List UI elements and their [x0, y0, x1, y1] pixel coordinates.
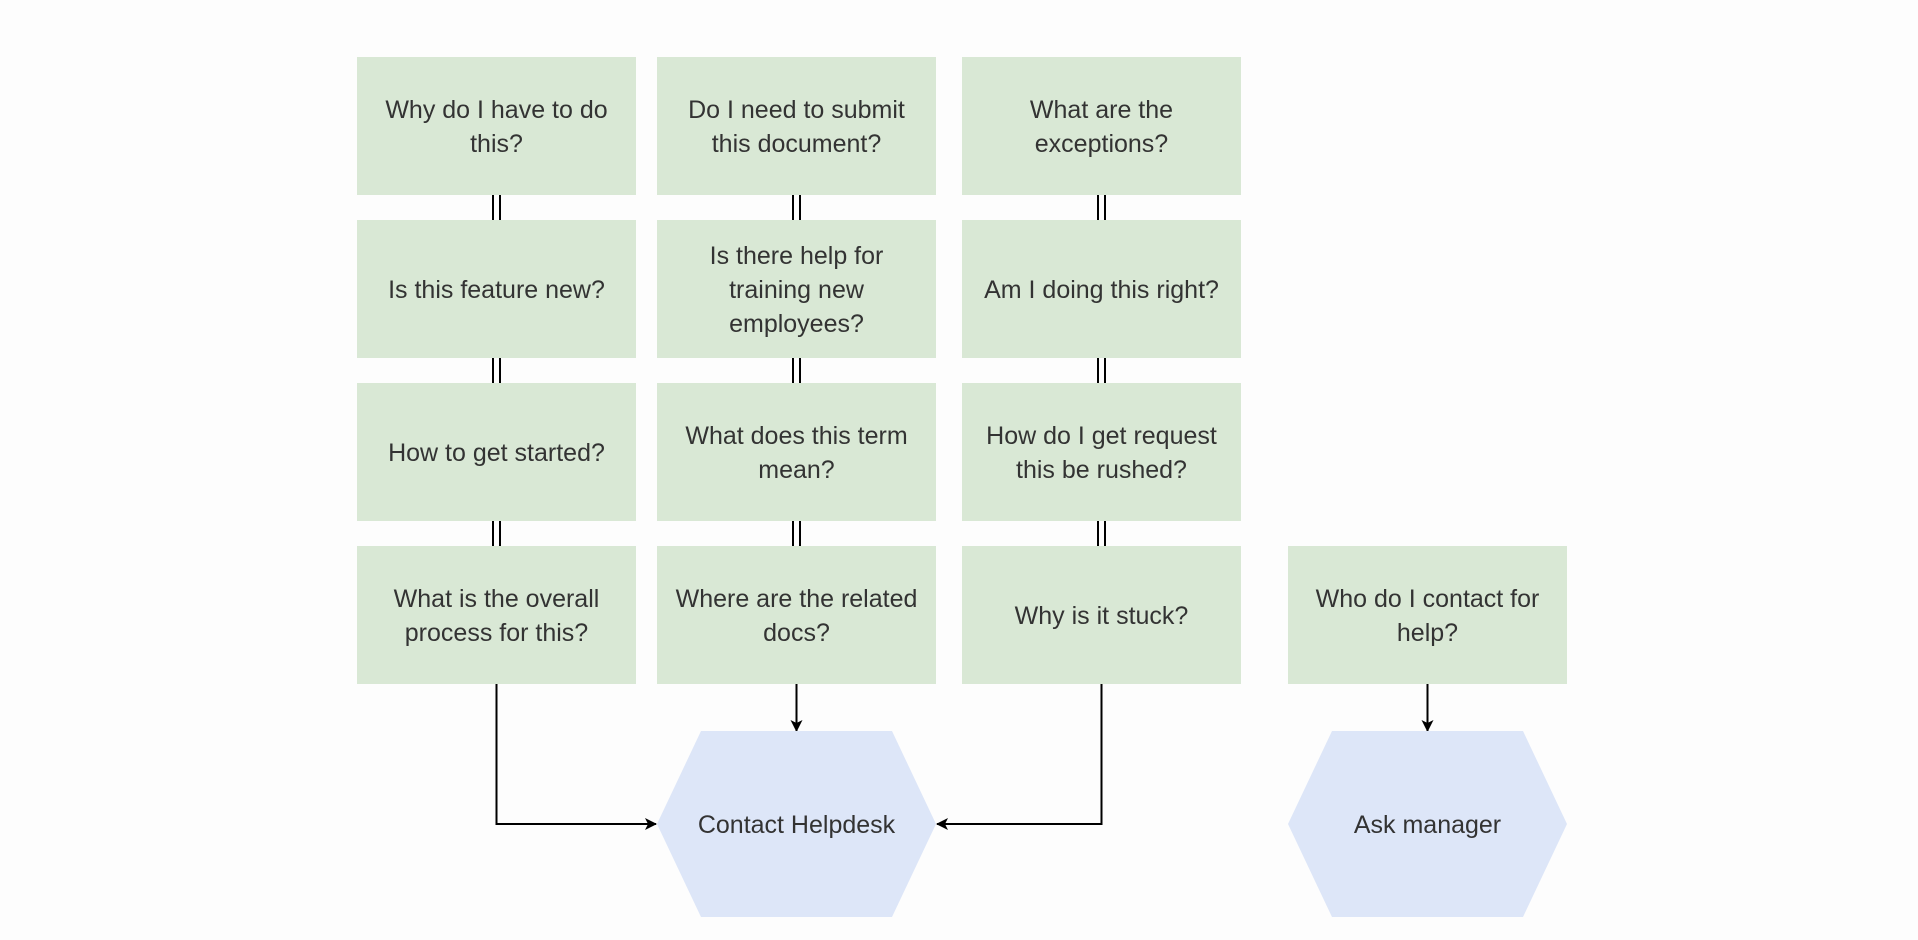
question-box-c3-r4: Why is it stuck? — [962, 546, 1241, 684]
contact-helpdesk-node: Contact Helpdesk — [657, 731, 936, 917]
question-box-c1-r2: Is this feature new? — [357, 220, 636, 358]
box-label: Am I doing this right? — [984, 276, 1219, 304]
box-shape — [962, 546, 1241, 684]
box-label: How to get started? — [388, 439, 605, 467]
box-shape — [962, 383, 1241, 521]
hexagon-label: Ask manager — [1354, 811, 1501, 839]
question-box-c3-r2: Am I doing this right? — [962, 220, 1241, 358]
box-shape — [357, 383, 636, 521]
box-shape — [962, 220, 1241, 358]
hexagon-shape — [657, 731, 936, 917]
box-label: Is this feature new? — [388, 276, 605, 304]
connectors — [492, 195, 1434, 830]
hexagon-label: Contact Helpdesk — [698, 811, 896, 839]
box-shape — [1288, 546, 1567, 684]
box-shape — [657, 546, 936, 684]
box-shape — [657, 57, 936, 195]
box-shape — [357, 57, 636, 195]
arrow-to-helpdesk-right — [936, 684, 1103, 830]
box-label: Why is it stuck? — [1015, 602, 1189, 630]
arrow-to-helpdesk-left — [495, 684, 657, 830]
ask-manager-node: Ask manager — [1288, 731, 1567, 917]
box-shape — [357, 546, 636, 684]
box-shape — [357, 220, 636, 358]
question-box-c1-r3: How to get started? — [357, 383, 636, 521]
box-shape — [657, 383, 936, 521]
box-shape — [962, 57, 1241, 195]
box-shape — [657, 220, 936, 358]
hexagon-shape — [1288, 731, 1567, 917]
